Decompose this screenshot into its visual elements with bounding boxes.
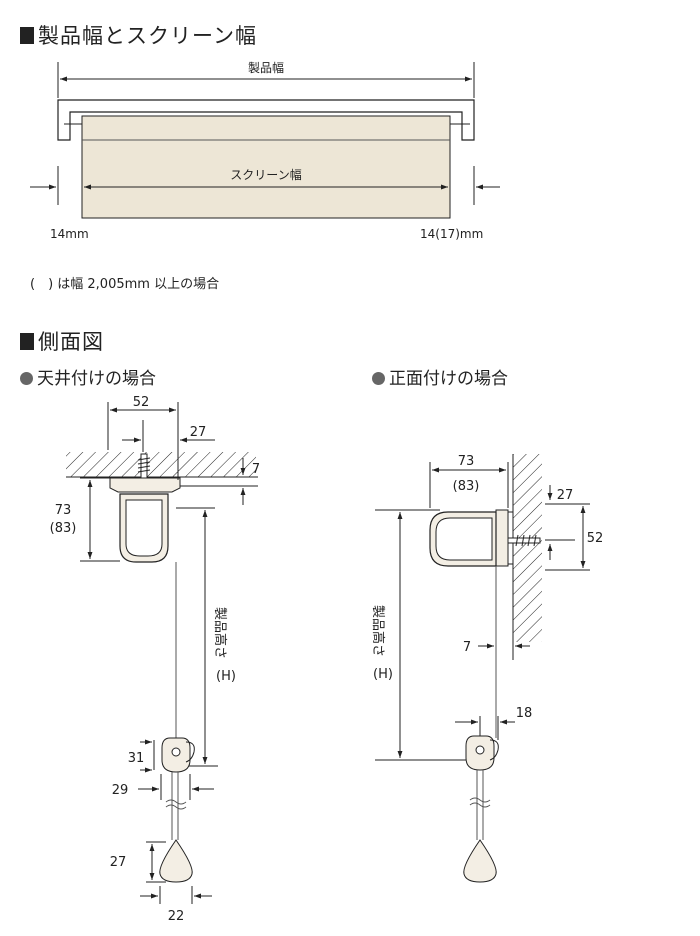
wall-hatch xyxy=(513,454,542,642)
section-title-side: 側面図 xyxy=(20,326,104,356)
ceiling-dim-29: 29 xyxy=(112,783,129,798)
section-title-side-text: 側面図 xyxy=(38,330,104,354)
ceiling-dim-73: 73 xyxy=(55,503,72,518)
square-bullet-icon xyxy=(20,333,34,350)
ceiling-mount-title-text: 天井付けの場合 xyxy=(37,369,156,389)
front-cord-weight xyxy=(463,839,497,883)
ceiling-product-height-code: (H) xyxy=(216,669,236,684)
square-bullet-icon xyxy=(20,27,34,44)
cord-weight xyxy=(159,839,193,883)
front-dim-73: 73 xyxy=(458,454,475,469)
circle-bullet-icon xyxy=(20,372,33,385)
screen-fabric xyxy=(81,115,451,219)
front-dim-52: 52 xyxy=(587,531,604,546)
screen-width-label: スクリーン幅 xyxy=(230,167,301,182)
ceiling-mount-title: 天井付けの場合 xyxy=(20,364,156,389)
section-title-width: 製品幅とスクリーン幅 xyxy=(20,20,257,50)
section-title-width-text: 製品幅とスクリーン幅 xyxy=(38,24,257,48)
left-offset-label: 14mm xyxy=(50,227,89,241)
ceiling-dim-52: 52 xyxy=(133,395,150,410)
front-dim-83: (83) xyxy=(453,479,480,494)
ceiling-dim-31: 31 xyxy=(128,751,145,766)
front-dim-7: 7 xyxy=(463,640,471,655)
ceiling-dim-83: (83) xyxy=(50,521,77,536)
ceiling-dim-7: 7 xyxy=(252,462,260,477)
front-mount-diagram xyxy=(375,454,590,883)
ceiling-dim-27b: 27 xyxy=(110,855,127,870)
right-offset-label: 14(17)mm xyxy=(420,227,483,241)
circle-bullet-icon xyxy=(372,372,385,385)
ceiling-hatch xyxy=(66,452,256,477)
product-width-label: 製品幅 xyxy=(248,60,284,75)
ceiling-mount-diagram xyxy=(66,402,258,904)
ceiling-product-height-label: 製品高さ xyxy=(212,607,228,659)
front-product-height-code: (H) xyxy=(373,667,393,682)
front-dim-18: 18 xyxy=(516,706,533,721)
head-rail xyxy=(57,99,475,141)
width-diagram xyxy=(30,62,500,219)
front-dim-27: 27 xyxy=(557,488,574,503)
front-mount-title-text: 正面付けの場合 xyxy=(389,369,508,389)
front-mount-title: 正面付けの場合 xyxy=(372,364,508,389)
width-note: ( ) は幅 2,005mm 以上の場合 xyxy=(30,277,220,292)
ceiling-dim-22: 22 xyxy=(168,909,185,924)
ceiling-dim-27: 27 xyxy=(190,425,207,440)
front-product-height-label: 製品高さ xyxy=(370,605,386,657)
